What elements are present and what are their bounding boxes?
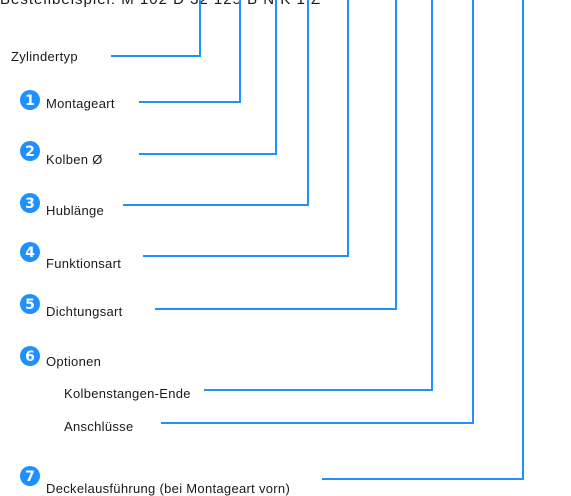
number-4-icon: 4	[20, 242, 40, 262]
number-1-icon: 1	[20, 90, 40, 110]
label-anschluesse: Anschlüsse	[64, 419, 134, 434]
svg-text:7: 7	[25, 469, 35, 485]
svg-text:2: 2	[25, 144, 35, 160]
label-deckelausfuehrung: Deckelausführung (bei Montageart vorn)	[46, 481, 291, 496]
connector-hublaenge	[123, 0, 309, 206]
number-3-icon: 3	[20, 193, 40, 213]
label-kolbenstangen-ende: Kolbenstangen-Ende	[64, 386, 191, 401]
svg-text:5: 5	[25, 297, 35, 313]
label-funktionsart: Funktionsart	[46, 256, 122, 271]
connector-montageart	[139, 0, 241, 103]
number-6-icon: 6	[20, 346, 40, 366]
svg-text:4: 4	[25, 245, 35, 261]
connector-deckel	[322, 0, 524, 480]
svg-text:6: 6	[25, 349, 35, 365]
label-dichtungsart: Dichtungsart	[46, 304, 123, 319]
connector-dichtungsart	[155, 0, 397, 310]
number-2-icon: 2	[20, 141, 40, 161]
svg-text:3: 3	[25, 196, 35, 212]
connector-funktionsart	[143, 0, 349, 257]
connector-zylindertyp	[111, 0, 201, 57]
label-optionen: Optionen	[46, 354, 102, 369]
connector-kolben	[139, 0, 277, 155]
label-hublaenge: Hublänge	[46, 203, 105, 218]
label-kolben: Kolben Ø	[46, 152, 103, 167]
label-montageart: Montageart	[46, 96, 115, 111]
connector-kolbenstangen	[204, 0, 433, 391]
connector-anschluesse	[161, 0, 474, 424]
order-code-header: Bestellbeispiel: M 102 D 32 125 B N K 1 …	[0, 0, 321, 8]
label-zylindertyp: Zylindertyp	[11, 49, 78, 64]
number-7-icon: 7	[20, 466, 40, 486]
number-5-icon: 5	[20, 294, 40, 314]
svg-text:1: 1	[25, 93, 35, 109]
